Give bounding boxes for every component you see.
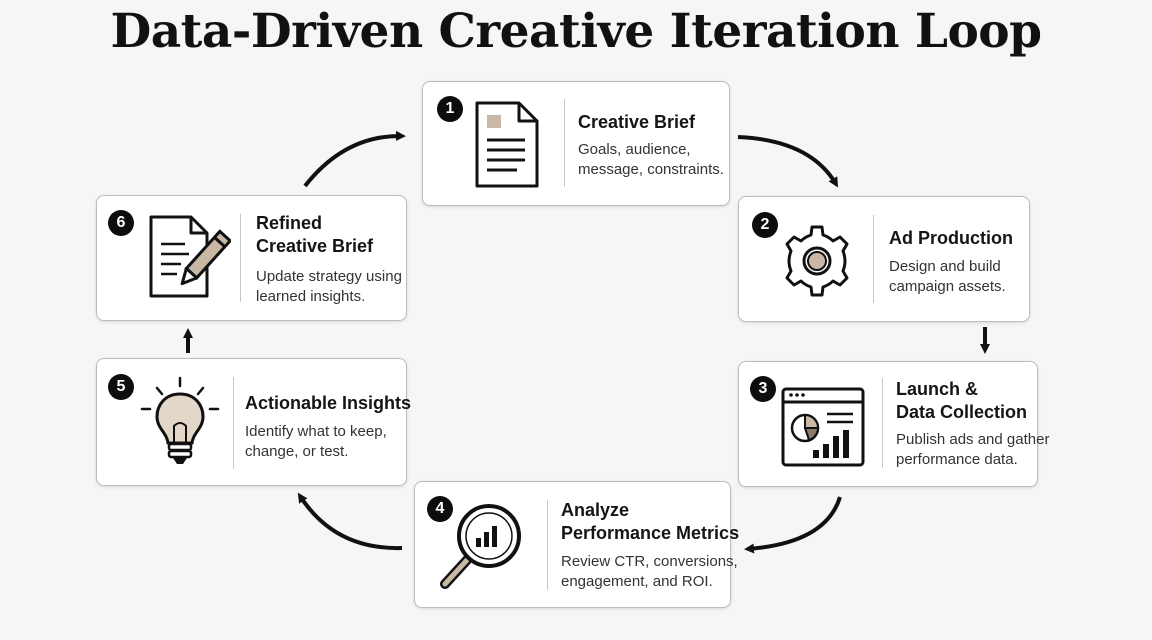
step-description: Goals, audience,message, constraints.	[578, 141, 724, 178]
step-title: Ad Production	[889, 228, 1013, 248]
document-pencil-icon	[147, 214, 233, 305]
step-number-badge: 4	[427, 496, 453, 522]
magnifier-chart-icon	[437, 500, 527, 597]
step-title: Launch &Data Collection	[896, 379, 1028, 422]
arrow-4-to-5	[297, 492, 403, 551]
step-card-3: 3 Launch &Data Collection Publish ads an…	[738, 361, 1049, 487]
document-icon	[473, 100, 541, 195]
step-number-badge: 5	[108, 374, 134, 400]
lightbulb-icon	[137, 376, 223, 473]
step-description: Review CTR, conversions,engagement, and …	[561, 553, 738, 590]
step-number-badge: 6	[108, 210, 134, 236]
step-card-1: 1 Creative Brief Goals, audience,message…	[422, 81, 730, 206]
step-description: Identify what to keep,change, or test.	[245, 423, 387, 460]
browser-chart-icon	[781, 386, 865, 473]
step-number-badge: 2	[752, 212, 778, 238]
arrow-6-to-1	[303, 130, 406, 188]
step-card-5: 5 Actionable Insights Identify what to k…	[96, 358, 411, 486]
step-number-badge: 3	[750, 376, 776, 402]
gear-icon	[779, 223, 855, 304]
step-title: Actionable Insights	[245, 393, 412, 413]
step-title: Creative Brief	[578, 112, 696, 132]
arrow-3-to-4	[744, 496, 842, 554]
step-number-badge: 1	[437, 96, 463, 122]
arrow-1-to-2	[737, 135, 839, 188]
page-title: Data-Driven Creative Iteration Loop	[110, 4, 1042, 59]
